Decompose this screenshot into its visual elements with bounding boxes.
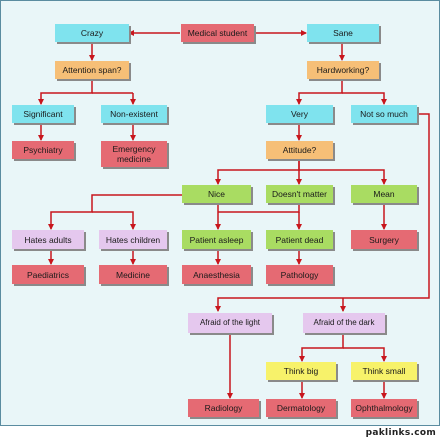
node-hates-adults: Hates adults bbox=[12, 230, 84, 249]
node-afraid-dark: Afraid of the dark bbox=[303, 313, 385, 333]
node-sane: Sane bbox=[307, 24, 379, 42]
node-not-so-much: Not so much bbox=[351, 105, 417, 123]
node-psychiatry: Psychiatry bbox=[12, 141, 74, 159]
edge-attitude-mean bbox=[299, 169, 387, 185]
watermark-text: paklinks.com bbox=[365, 428, 436, 438]
edge-dark-thinkbig bbox=[299, 333, 344, 362]
edge-notsomuch-afraid bbox=[215, 113, 430, 312]
node-non-existent: Non-existent bbox=[101, 105, 167, 123]
edge-nice-hateschildren bbox=[92, 211, 136, 230]
edge-hardworking-very bbox=[296, 79, 343, 105]
node-crazy: Crazy bbox=[55, 24, 129, 42]
node-paediatrics: Paediatrics bbox=[12, 265, 84, 284]
node-medicine: Medicine bbox=[99, 265, 167, 284]
node-significant: Significant bbox=[12, 105, 74, 123]
node-nice: Nice bbox=[182, 185, 251, 203]
edge-doesntmatter-dead bbox=[218, 203, 300, 213]
node-pathology: Pathology bbox=[266, 265, 333, 284]
node-patient-asleep: Patient asleep bbox=[182, 230, 251, 249]
node-hates-children: Hates children bbox=[99, 230, 167, 249]
node-ophthalmology: Ophthalmology bbox=[351, 399, 417, 417]
edge-attitude-nice bbox=[215, 159, 300, 185]
node-very: Very bbox=[266, 105, 333, 123]
node-doesnt-matter: Doesn't matter bbox=[266, 185, 333, 203]
node-medical-student: Medical student bbox=[181, 24, 254, 42]
node-dermatology: Dermatology bbox=[266, 399, 336, 417]
node-afraid-light: Afraid of the light bbox=[188, 313, 272, 333]
edge-dark-thinksmall bbox=[343, 347, 387, 362]
node-radiology: Radiology bbox=[188, 399, 259, 417]
node-mean: Mean bbox=[351, 185, 417, 203]
node-emergency-medicine: Emergency medicine bbox=[101, 141, 167, 167]
node-surgery: Surgery bbox=[351, 230, 417, 249]
edge-hardworking-notsomuch bbox=[342, 92, 387, 105]
node-hardworking: Hardworking? bbox=[307, 61, 379, 79]
node-think-big: Think big bbox=[266, 362, 336, 380]
node-attention-span: Attention span? bbox=[55, 61, 129, 79]
node-attitude: Attitude? bbox=[266, 141, 333, 159]
edge-attention-split bbox=[38, 79, 93, 105]
node-patient-dead: Patient dead bbox=[266, 230, 333, 249]
node-anaesthesia: Anaesthesia bbox=[182, 265, 251, 284]
node-think-small: Think small bbox=[351, 362, 417, 380]
